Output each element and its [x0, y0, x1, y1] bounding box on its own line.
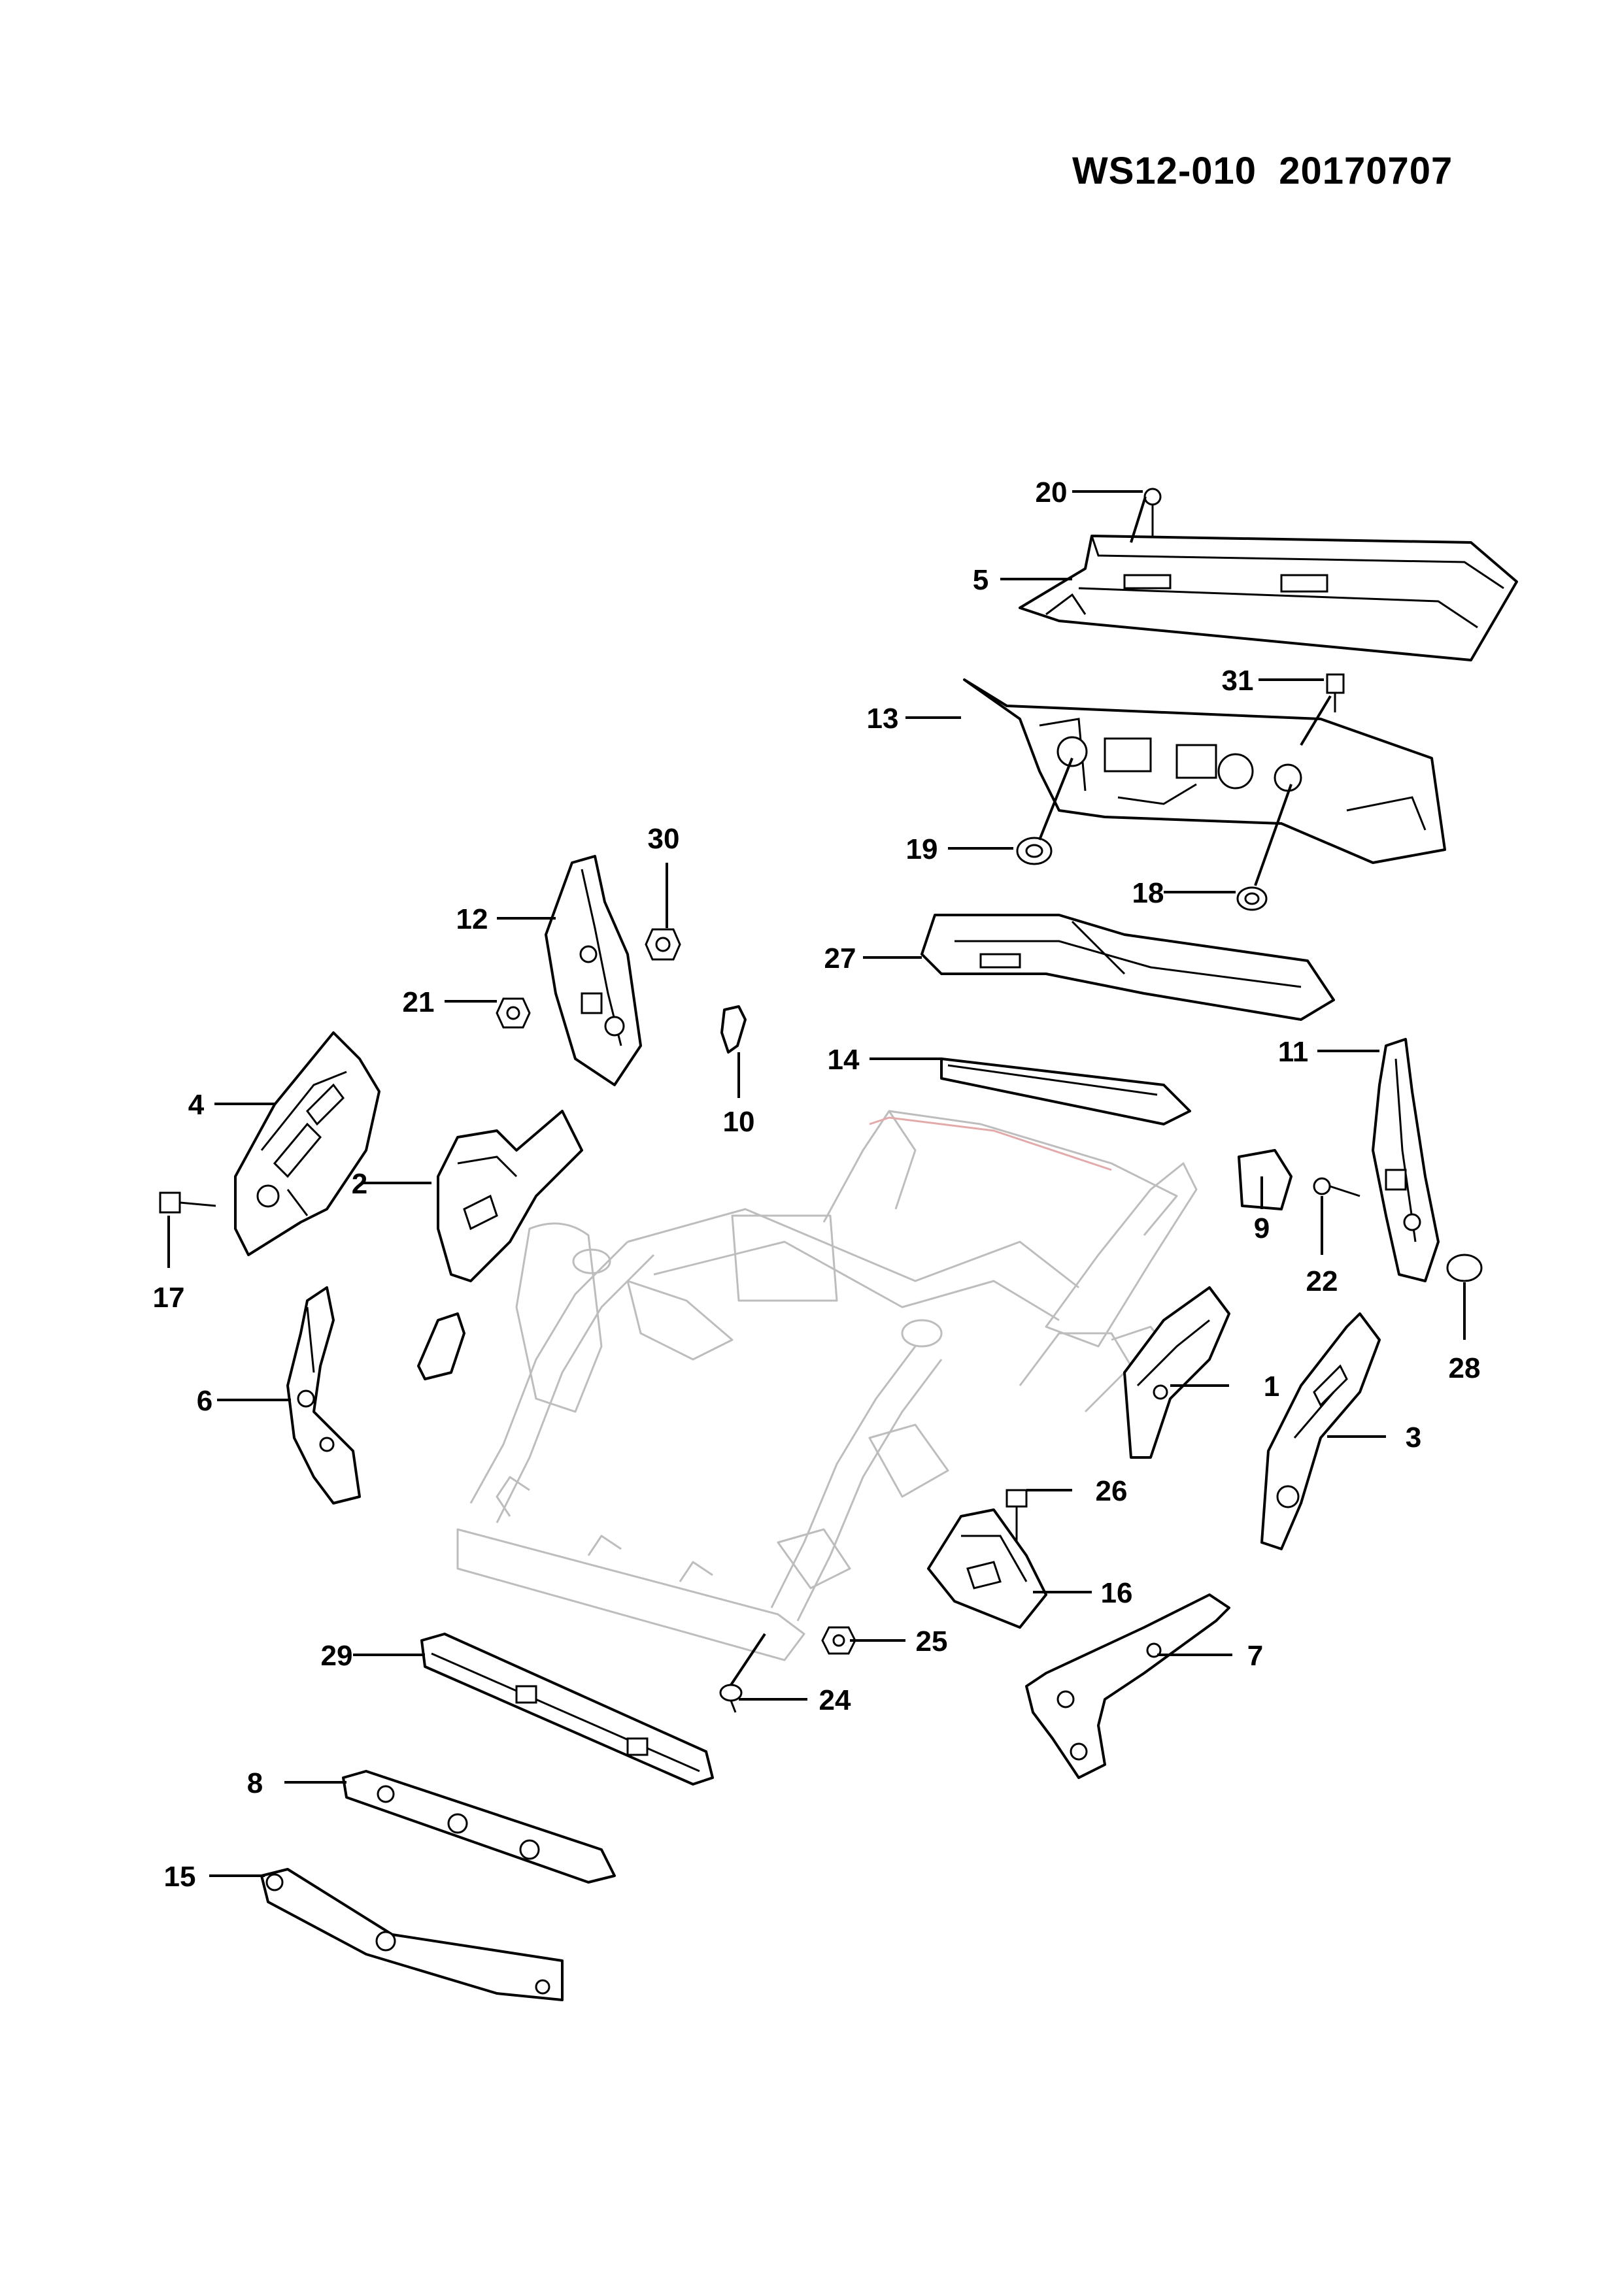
part-10-bracket — [720, 1005, 747, 1054]
callout-17: 17 — [153, 1282, 185, 1314]
fastener-30-nut — [645, 928, 681, 961]
part-7-rail-right — [1025, 1593, 1230, 1779]
callout-3: 3 — [1406, 1422, 1421, 1454]
callout-18: 18 — [1132, 877, 1164, 909]
part-1-bracket-right — [1123, 1286, 1230, 1459]
callout-28: 28 — [1449, 1352, 1481, 1384]
part-4-hinge-pillar-left — [234, 1031, 380, 1256]
callout-labels: 20 5 31 13 19 18 30 12 27 21 14 11 4 10 … — [153, 476, 1481, 1893]
callout-9: 9 — [1254, 1212, 1270, 1244]
callout-7: 7 — [1247, 1640, 1263, 1672]
callout-24: 24 — [819, 1684, 851, 1716]
fastener-17-bolt — [159, 1191, 216, 1214]
fastener-20-stud — [1143, 488, 1162, 536]
callout-26: 26 — [1096, 1475, 1128, 1507]
part-29-bumper-beam — [420, 1633, 714, 1786]
part-16-mount-bracket — [927, 1508, 1047, 1629]
callout-19: 19 — [906, 833, 938, 865]
fastener-21-nut — [496, 997, 531, 1029]
part-14-upper-rail — [940, 1057, 1191, 1125]
part-11-pillar-right — [1372, 1038, 1440, 1282]
callout-2: 2 — [352, 1168, 367, 1200]
fastener-31-bolt — [1326, 673, 1345, 712]
part-15-cross-member — [260, 1868, 564, 2001]
fastener-22-bolt — [1313, 1177, 1360, 1197]
callout-30: 30 — [648, 823, 680, 855]
part-12-pillar-left — [545, 855, 642, 1086]
callout-21: 21 — [403, 986, 435, 1018]
callout-27: 27 — [824, 942, 856, 974]
fastener-26-bolt — [1005, 1489, 1028, 1542]
leader-lines — [167, 490, 1466, 1877]
fastener-24-bolt — [719, 1684, 743, 1713]
callout-29: 29 — [321, 1640, 353, 1672]
part-9-bracket — [1238, 1149, 1293, 1210]
callout-14: 14 — [828, 1044, 860, 1076]
callout-12: 12 — [456, 903, 488, 935]
callout-11: 11 — [1278, 1036, 1309, 1068]
part-3-hinge-pillar-right — [1260, 1312, 1381, 1550]
part-5-cowl-panel — [1019, 535, 1518, 661]
callout-6: 6 — [197, 1385, 212, 1417]
chassis-frame-outline — [456, 1110, 1198, 1661]
callout-8: 8 — [247, 1767, 263, 1799]
fastener-25-nut — [821, 1626, 856, 1655]
part-8-tie-bar — [342, 1770, 616, 1884]
document-code: WS12-010 20170707 — [1072, 150, 1453, 192]
part-13-dash-panel — [963, 678, 1446, 864]
callout-1: 1 — [1264, 1371, 1279, 1403]
part-2-shock-tower-left — [437, 1110, 583, 1282]
callout-31: 31 — [1222, 665, 1254, 697]
fastener-28-plug — [1446, 1254, 1483, 1282]
part-2-bracket — [417, 1312, 465, 1380]
part-6-rail-left — [286, 1286, 361, 1505]
callout-22: 22 — [1306, 1265, 1338, 1297]
callout-10: 10 — [723, 1106, 755, 1138]
part-27-floor-rail — [921, 914, 1335, 1021]
callout-13: 13 — [867, 703, 899, 735]
callout-20: 20 — [1036, 476, 1068, 508]
callout-25: 25 — [916, 1625, 948, 1657]
fastener-18-grommet — [1236, 886, 1268, 911]
callout-4: 4 — [188, 1089, 205, 1121]
callout-15: 15 — [164, 1861, 196, 1893]
callout-5: 5 — [973, 564, 988, 596]
callout-16: 16 — [1101, 1577, 1133, 1609]
fastener-19-grommet — [1016, 837, 1053, 865]
